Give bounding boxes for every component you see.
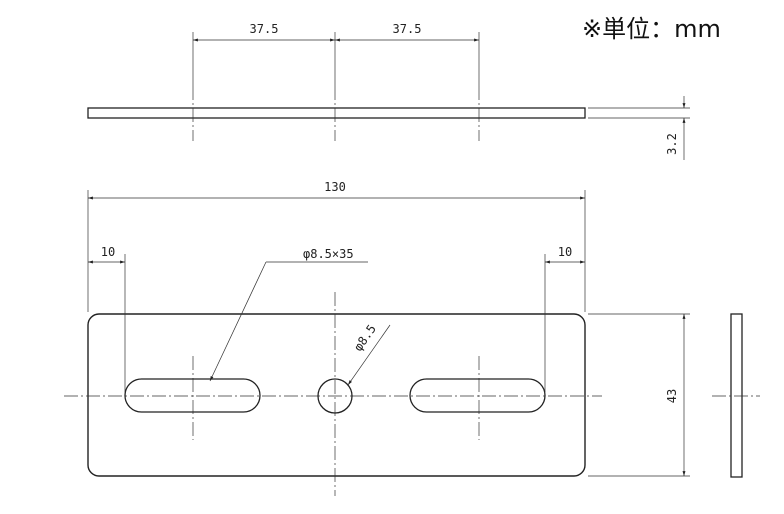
unit-label: ※単位：mm <box>582 15 721 43</box>
plate-edge-outline <box>87 107 586 119</box>
side-view-outline <box>730 313 743 478</box>
side-view <box>712 313 760 478</box>
center-hole <box>317 378 353 414</box>
hole-callout-leader <box>347 324 391 386</box>
dim-total-width: 130 <box>324 180 346 194</box>
top-view: 37.5 37.5 3.2 <box>87 22 690 160</box>
hole-callout: φ8.5 <box>351 322 379 354</box>
dim-right-margin: 10 <box>558 245 572 259</box>
plate-outline <box>87 313 586 477</box>
slot-callout-leader <box>209 261 267 382</box>
dim-left-margin: 10 <box>101 245 115 259</box>
slot-right <box>409 378 546 413</box>
dim-spacing-right: 37.5 <box>393 22 422 36</box>
front-view: 130 10 10 φ8.5×35 φ8.5 43 <box>64 180 690 496</box>
dim-thickness: 3.2 <box>665 133 679 155</box>
slot-left <box>124 378 261 413</box>
dim-height: 43 <box>665 389 679 403</box>
dim-spacing-left: 37.5 <box>250 22 279 36</box>
slot-callout: φ8.5×35 <box>303 247 354 261</box>
